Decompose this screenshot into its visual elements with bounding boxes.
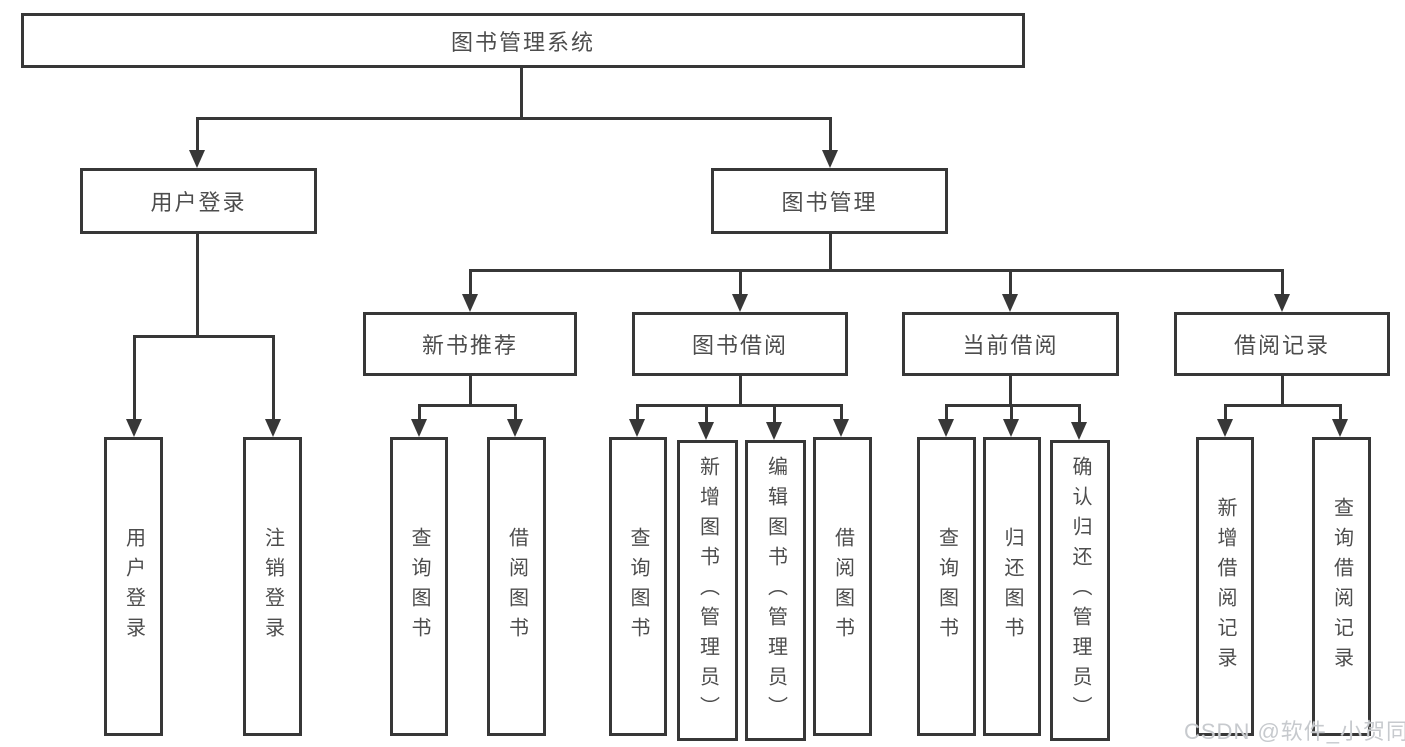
connector-login-stem xyxy=(196,234,199,336)
connector-g2c1-drop xyxy=(636,404,639,421)
node-current-borrow: 当前借阅 xyxy=(902,312,1119,376)
arrowhead-g2c1-icon xyxy=(629,419,645,437)
connector-login-rail xyxy=(133,335,275,338)
connector-g3c1-drop xyxy=(945,404,948,421)
node-book-management-branch: 图书管理 xyxy=(711,168,948,234)
arrowhead-group2-icon xyxy=(732,294,748,312)
connector-group4-stem xyxy=(1281,376,1284,405)
connector-g3c3-drop xyxy=(1078,404,1081,424)
arrowhead-g1c1-icon xyxy=(411,419,427,437)
node-g2-borrow-books: 借阅图书 xyxy=(813,437,872,736)
connector-group2-drop xyxy=(739,269,742,297)
arrowhead-g2c4-icon xyxy=(833,419,849,437)
connector-mgmt-drop xyxy=(829,117,832,151)
arrowhead-login-icon xyxy=(189,150,205,168)
csdn-watermark: CSDN @软件_小贺同学 xyxy=(1184,719,1405,744)
node-g2-edit-books-admin: 编辑图书（管理员） xyxy=(745,440,806,741)
node-logout: 注销登录 xyxy=(243,437,302,736)
node-borrow-records: 借阅记录 xyxy=(1174,312,1390,376)
connector-group1-drop xyxy=(469,269,472,297)
node-g2-query-books: 查询图书 xyxy=(609,437,667,736)
node-g4-query-borrow-record: 查询借阅记录 xyxy=(1312,437,1371,736)
arrowhead-g2c3-icon xyxy=(766,422,782,440)
node-g3-confirm-return-admin: 确认归还（管理员） xyxy=(1050,440,1110,741)
connector-g2c2-drop xyxy=(705,404,708,424)
connector-group1-rail xyxy=(418,404,517,407)
node-g3-query-books: 查询图书 xyxy=(917,437,976,736)
node-g1-borrow-books: 借阅图书 xyxy=(487,437,546,736)
node-g4-add-borrow-record: 新增借阅记录 xyxy=(1196,437,1254,736)
connector-group4-drop xyxy=(1281,269,1284,297)
connector-mgmt-stem xyxy=(829,234,832,270)
arrowhead-group1-icon xyxy=(462,294,478,312)
connector-group1-stem xyxy=(469,376,472,405)
connector-group4-rail xyxy=(1224,404,1341,407)
connector-level2-rail xyxy=(196,117,832,120)
connector-group2-stem xyxy=(739,376,742,405)
node-user-login-branch: 用户登录 xyxy=(80,168,317,234)
connector-login-drop xyxy=(196,117,199,151)
node-root: 图书管理系统 xyxy=(21,13,1025,68)
connector-level3-rail xyxy=(469,269,1283,272)
connector-root-stem xyxy=(520,68,523,118)
connector-g1c1-drop xyxy=(418,404,421,421)
connector-g4c2-drop xyxy=(1339,404,1342,421)
connector-login-child1-drop xyxy=(133,335,136,421)
connector-g2c4-drop xyxy=(840,404,843,421)
node-user-login: 用户登录 xyxy=(104,437,163,736)
arrowhead-g2c2-icon xyxy=(698,422,714,440)
connector-g3c2-drop xyxy=(1010,404,1013,421)
connector-group3-rail xyxy=(945,404,1081,407)
arrowhead-g3c2-icon xyxy=(1003,419,1019,437)
connector-g4c1-drop xyxy=(1224,404,1227,421)
arrowhead-g4c2-icon xyxy=(1332,419,1348,437)
node-new-book-recommend: 新书推荐 xyxy=(363,312,577,376)
node-g1-query-books: 查询图书 xyxy=(390,437,448,736)
node-g2-add-books-admin: 新增图书（管理员） xyxy=(677,440,738,741)
arrowhead-group3-icon xyxy=(1002,294,1018,312)
arrowhead-g3c3-icon xyxy=(1071,422,1087,440)
arrowhead-group4-icon xyxy=(1274,294,1290,312)
connector-group2-rail xyxy=(636,404,843,407)
arrowhead-g3c1-icon xyxy=(938,419,954,437)
connector-g1c2-drop xyxy=(514,404,517,421)
arrowhead-g4c1-icon xyxy=(1217,419,1233,437)
arrowhead-login-child2-icon xyxy=(265,419,281,437)
connector-group3-drop xyxy=(1009,269,1012,297)
node-g3-return-books: 归还图书 xyxy=(983,437,1041,736)
connector-login-child2-drop xyxy=(272,335,275,421)
arrowhead-login-child1-icon xyxy=(126,419,142,437)
arrowhead-mgmt-icon xyxy=(822,150,838,168)
connector-group3-stem xyxy=(1009,376,1012,405)
node-book-borrow: 图书借阅 xyxy=(632,312,848,376)
connector-g2c3-drop xyxy=(773,404,776,424)
arrowhead-g1c2-icon xyxy=(507,419,523,437)
